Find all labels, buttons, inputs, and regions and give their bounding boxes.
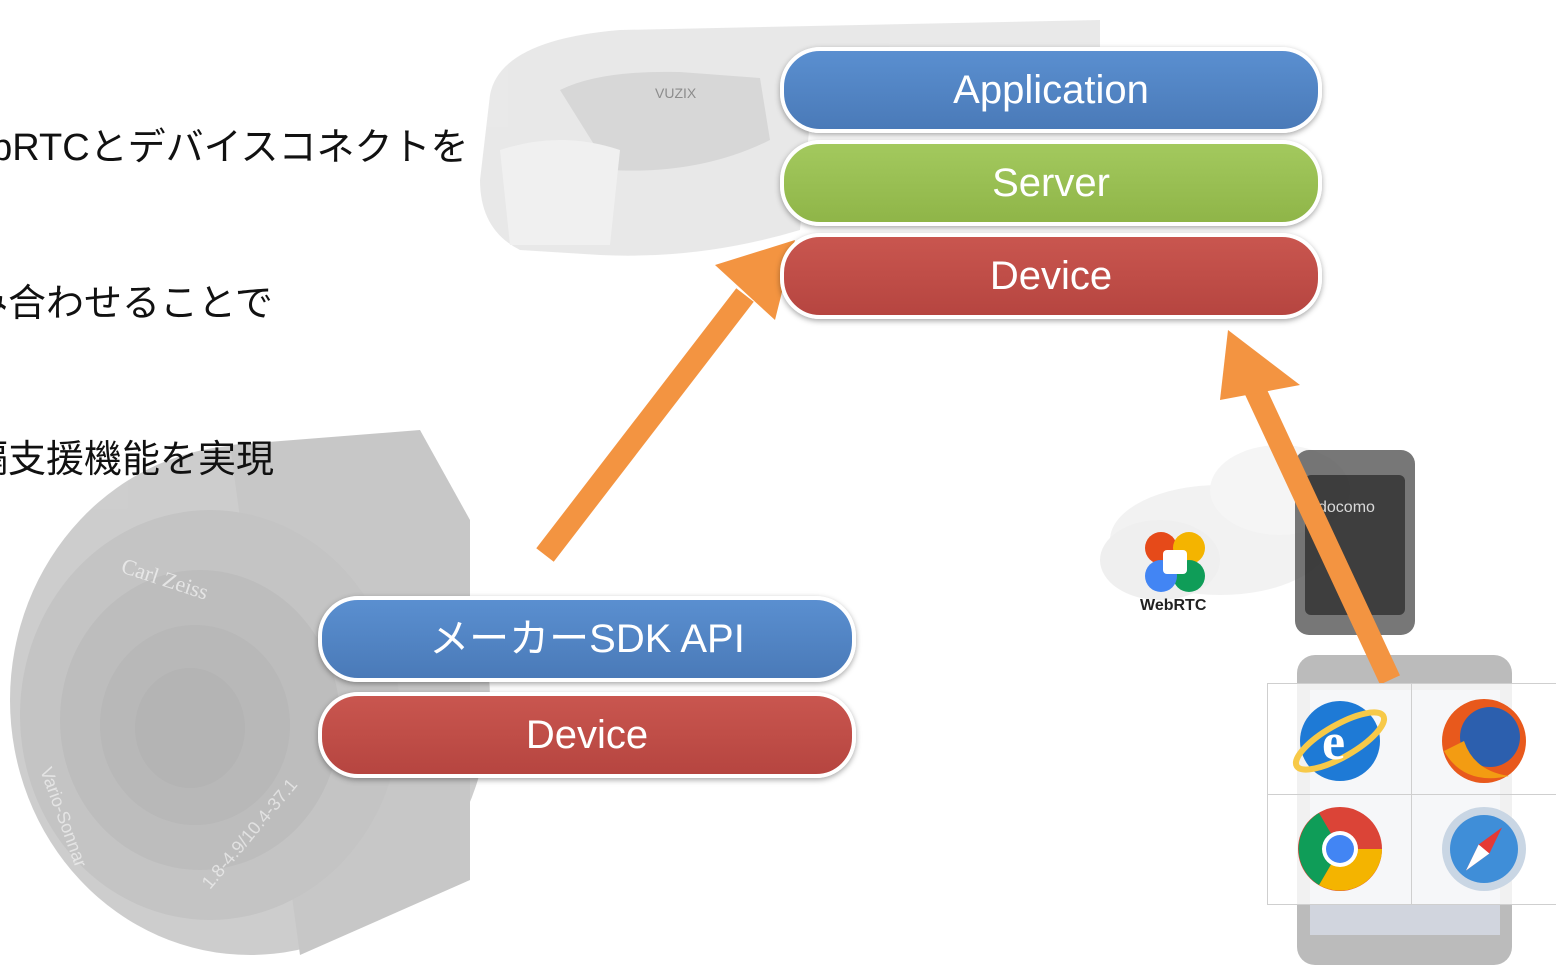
arrow-camera-to-server — [536, 240, 795, 562]
device-layer-top-label: Device — [989, 254, 1113, 298]
device-layer-top: Device — [780, 233, 1322, 319]
device-layer-camera-label: Device — [525, 713, 649, 757]
mobile-router-image — [1295, 450, 1415, 635]
application-layer: Application — [780, 47, 1322, 133]
router-brand: docomo — [1318, 499, 1375, 516]
caption-text: ebRTCとデバイスコネクトを み合わせることで 隔支援機能を実現 — [0, 18, 469, 538]
caption-line-2: み合わせることで — [0, 283, 273, 325]
arrow-phone-to-device — [1220, 330, 1400, 685]
firefox-icon — [1442, 699, 1526, 783]
caption-line-1: ebRTCとデバイスコネクトを — [0, 127, 469, 169]
maker-sdk-layer: メーカーSDK API — [318, 596, 856, 682]
webrtc-label: WebRTC — [1140, 597, 1207, 614]
headset-brand: VUZIX — [655, 85, 697, 101]
server-layer-label: Server — [992, 161, 1110, 205]
browser-grid: e — [1267, 683, 1556, 905]
webrtc-logo — [1145, 532, 1205, 592]
application-layer-label: Application — [953, 68, 1149, 112]
chrome-icon — [1298, 807, 1382, 891]
maker-sdk-layer-label: メーカーSDK API — [429, 617, 745, 661]
svg-text:e: e — [1322, 714, 1345, 771]
headset-image — [480, 20, 1100, 256]
server-layer: Server — [780, 140, 1322, 226]
device-layer-camera: Device — [318, 692, 856, 778]
internet-explorer-icon: e — [1292, 701, 1388, 781]
safari-icon — [1442, 807, 1526, 891]
camera-lens-image — [10, 430, 490, 955]
caption-line-3: 隔支援機能を実現 — [0, 439, 275, 481]
